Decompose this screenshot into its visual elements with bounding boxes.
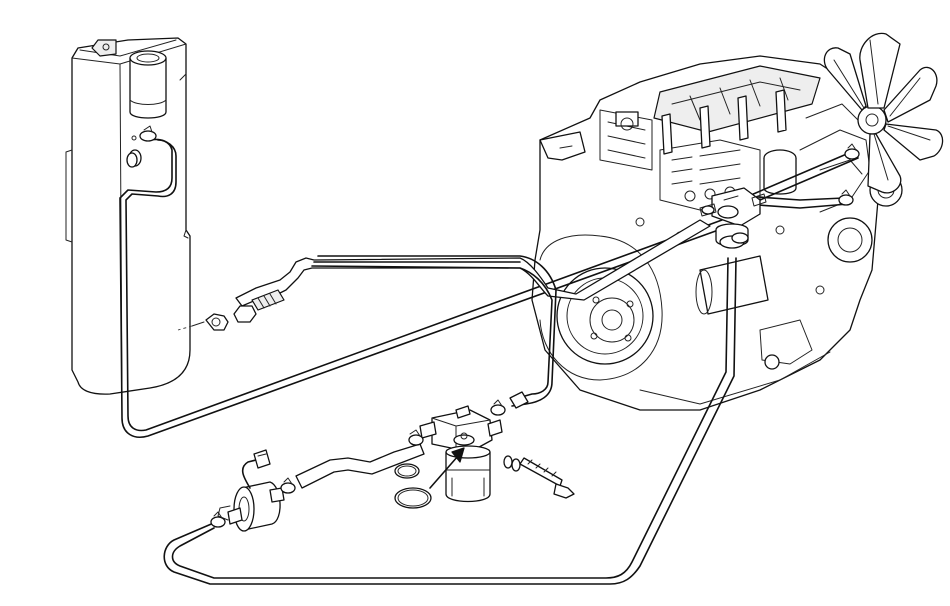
engine-tee-fitting [699, 187, 767, 249]
filler-neck [129, 50, 167, 119]
clamp-sep-right [490, 399, 506, 416]
clamp-engine-return [844, 143, 860, 160]
fuel-pump [217, 449, 285, 532]
bleed-arrow [429, 447, 465, 489]
clamp-tank-side [126, 152, 138, 168]
clamp-engine-side [838, 189, 854, 206]
hose-clamps [126, 125, 860, 528]
clamp-sep-left [408, 429, 424, 446]
water-separator [419, 405, 503, 503]
tank-fitting [191, 289, 285, 331]
engine-supply-line [163, 257, 737, 585]
clamp-line-end [509, 391, 529, 409]
clamp-pump-in [210, 511, 226, 528]
assembly-guide-line [177, 325, 193, 331]
o-ring-large [394, 487, 432, 509]
clamp-engine-tee [731, 232, 749, 244]
clamp-engine-tee-left [701, 205, 715, 215]
o-ring-small [394, 463, 420, 479]
clamp-pump-out [280, 477, 296, 494]
pump-feed-hose [295, 443, 425, 489]
bolt [503, 455, 575, 499]
cooling-fan [823, 32, 944, 194]
engine [531, 55, 903, 411]
tank-return-line [119, 138, 725, 438]
fuel-tank [65, 37, 191, 395]
tank-feed-line [235, 219, 711, 407]
clamp-tank-top [139, 125, 157, 142]
